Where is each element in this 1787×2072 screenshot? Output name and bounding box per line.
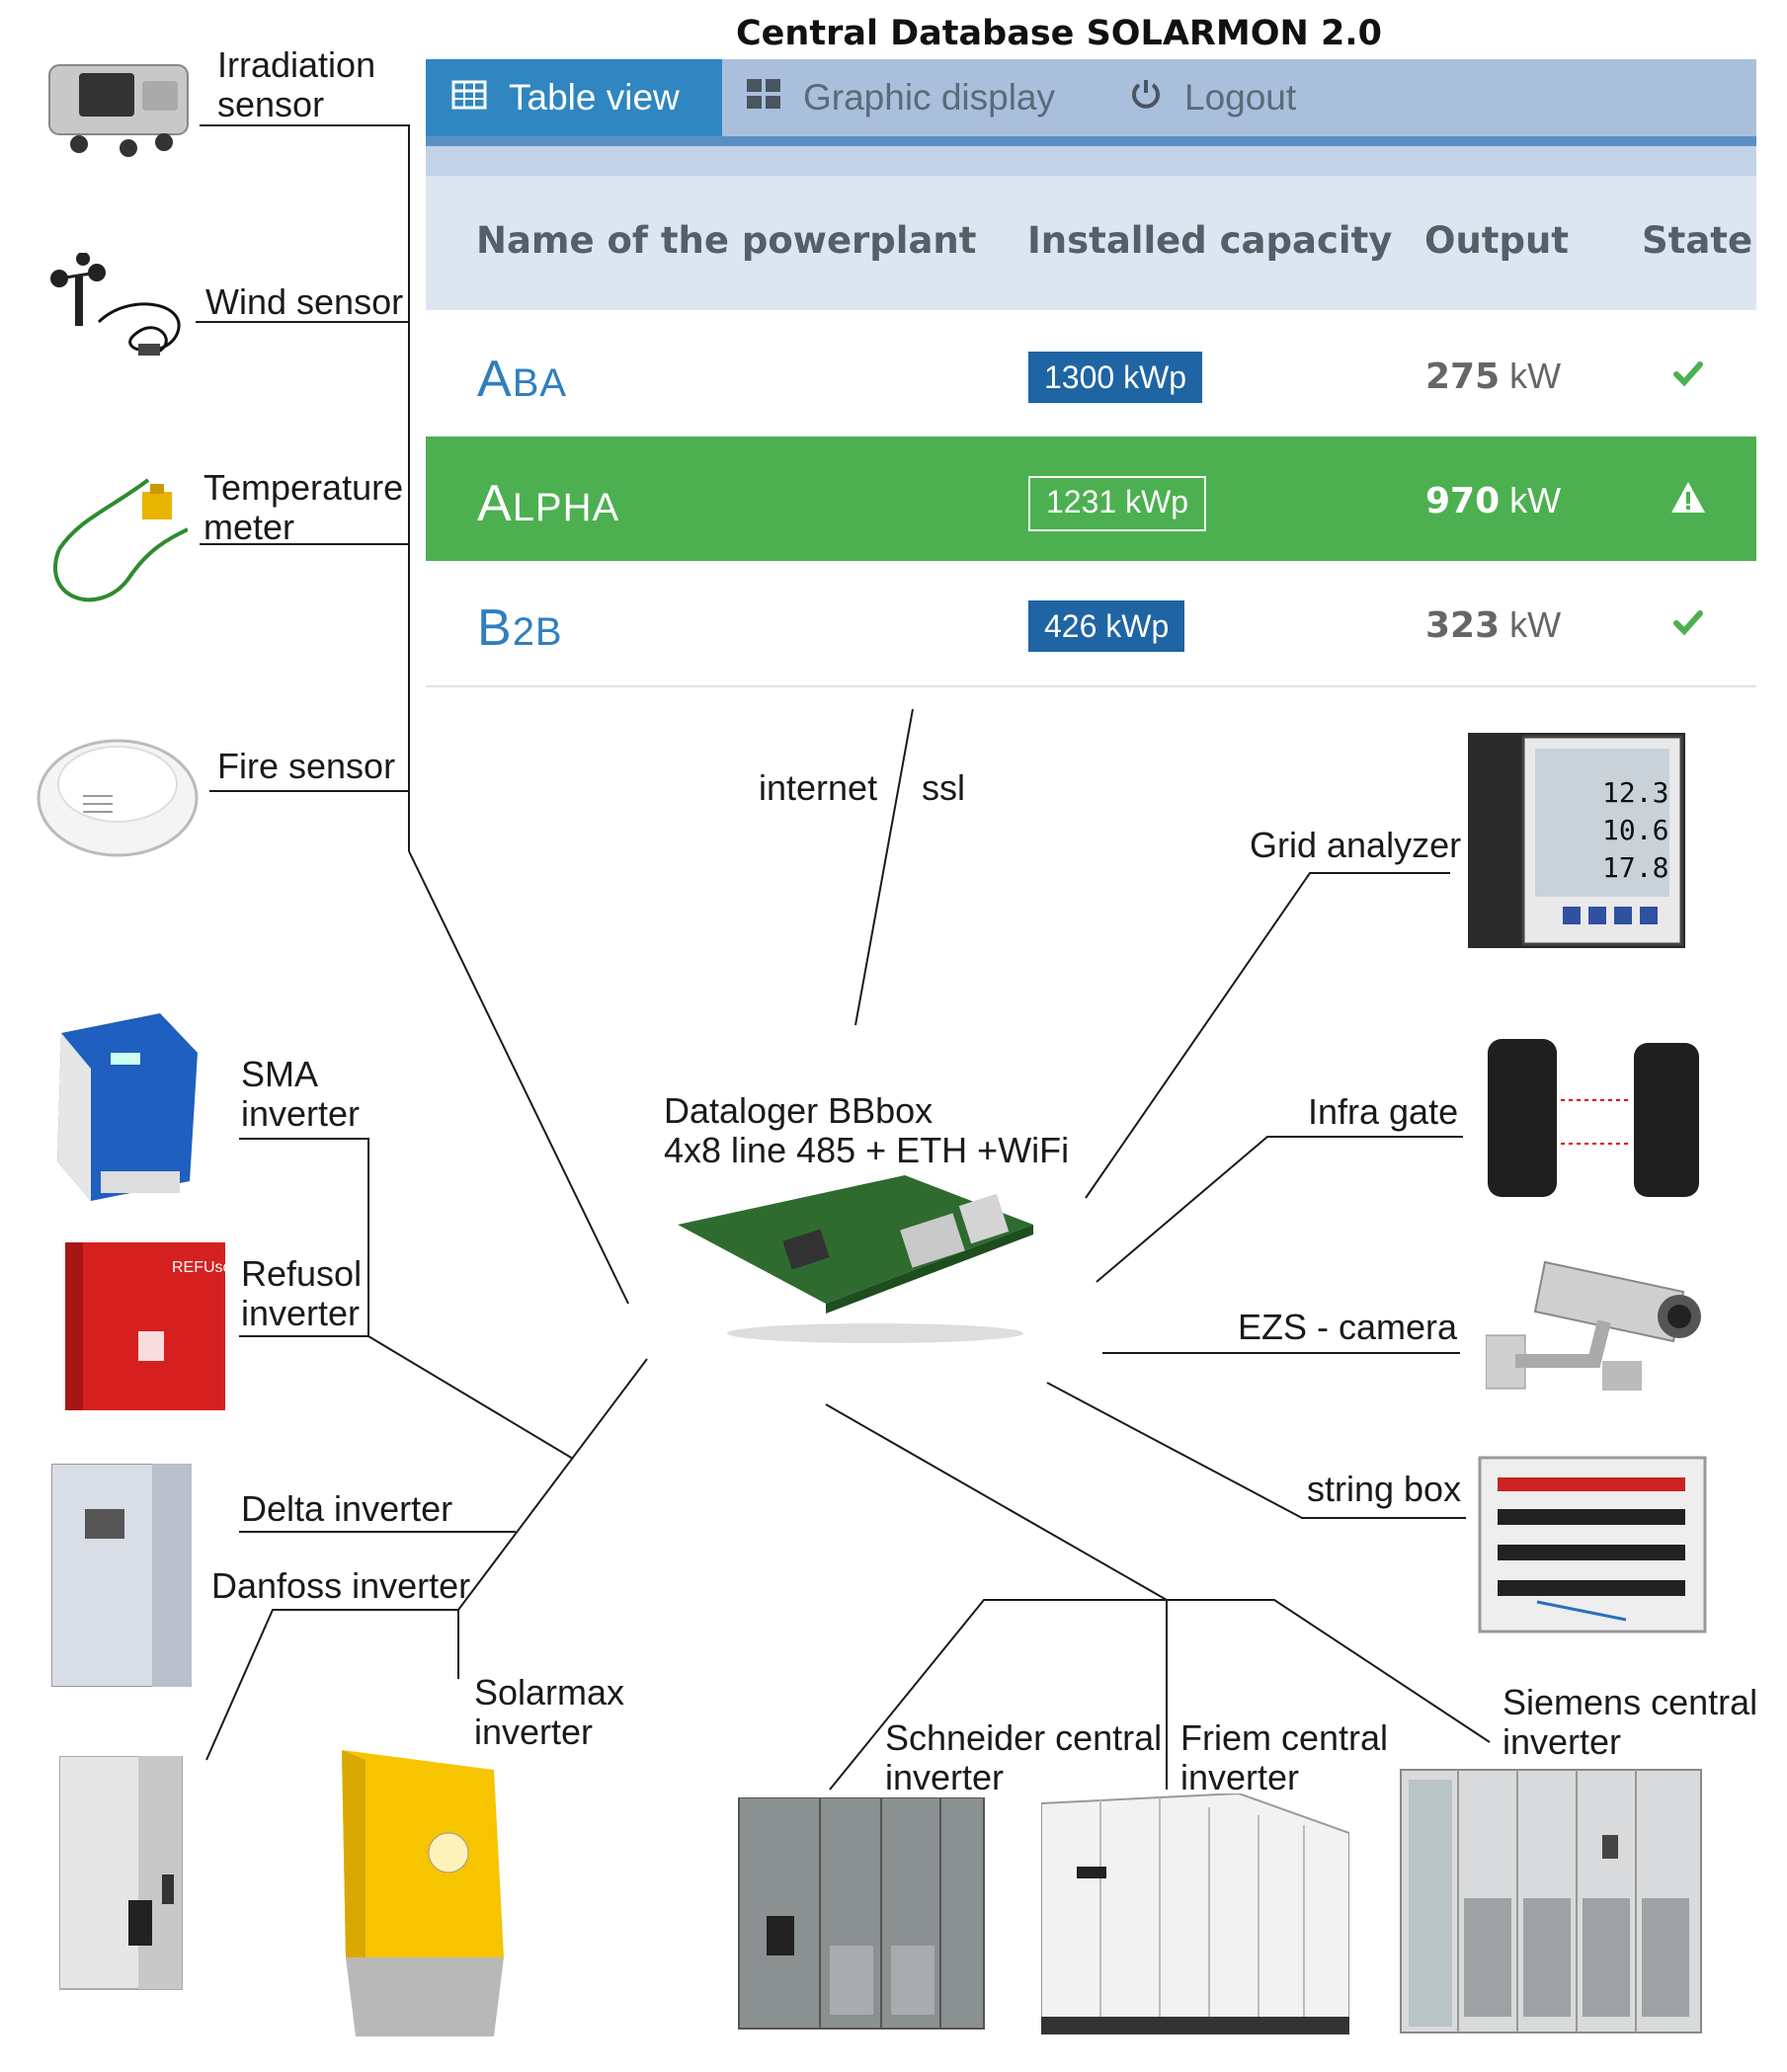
tab-bar-spacer (426, 146, 1756, 176)
wind-sensor-label: Wind sensor (205, 281, 404, 322)
temperature-meter-label: Temperature meter (203, 467, 404, 547)
grid-analyzer-icon: 12.3 10.6 17.8 (1468, 733, 1685, 948)
tab-label: Graphic display (803, 77, 1056, 118)
ssl-label: ssl (922, 767, 965, 808)
power-icon (1129, 77, 1163, 120)
column-header-capacity: Installed capacity (1027, 219, 1393, 262)
string-box-icon (1478, 1456, 1707, 1634)
output-value: 323 kW (1425, 604, 1562, 646)
powerplant-name[interactable]: ALPHA (477, 475, 620, 532)
capacity-badge: 1300 kWp (1028, 352, 1203, 403)
friem-inverter-label: Friem central inverter (1180, 1717, 1389, 1797)
solarmax-inverter-icon (342, 1750, 504, 2036)
ezs-camera-label: EZS - camera (1238, 1307, 1458, 1347)
datalogger-spec: 4x8 line 485 + ETH +WiFi (664, 1130, 1070, 1170)
grid-analyzer-label: Grid analyzer (1250, 825, 1462, 865)
solarmax-inverter-label: Solarmax inverter (474, 1672, 625, 1752)
infra-gate-label: Infra gate (1308, 1091, 1459, 1132)
delta-inverter-icon (51, 1464, 192, 1687)
page-title: Central Database SOLARMON 2.0 (736, 14, 1382, 53)
tab-table-view[interactable]: Table view (426, 59, 722, 136)
svg-text:12.3: 12.3 (1602, 776, 1668, 809)
camera-icon (1486, 1260, 1701, 1391)
fire-sensor-icon (37, 739, 199, 857)
string-box-label: string box (1307, 1469, 1462, 1509)
warning-icon (1668, 478, 1708, 527)
temperature-meter-icon (53, 478, 188, 602)
schneider-inverter-label: Schneider central inverter (885, 1717, 1163, 1797)
delta-inverter-label: Delta inverter (241, 1488, 453, 1529)
table-icon (451, 77, 487, 119)
schneider-inverter-icon (738, 1797, 985, 2030)
tab-graphic-display[interactable]: Graphic display (746, 59, 1055, 136)
capacity-badge: 1231 kWp (1028, 476, 1207, 531)
friem-inverter-icon (1041, 1793, 1349, 2034)
table-row[interactable]: ALPHA 1231 kWp 970 kW (426, 437, 1756, 561)
powerplant-name[interactable]: B2B (477, 599, 563, 657)
output-value: 970 kW (1425, 480, 1562, 521)
internet-label: internet (759, 767, 878, 808)
grid-icon (746, 77, 781, 119)
tab-bar-underline (426, 136, 1756, 146)
sma-inverter-icon (57, 1013, 198, 1201)
capacity-badge: 426 kWp (1028, 600, 1185, 652)
datalogger-board-icon (678, 1175, 1033, 1343)
datalogger-label: Dataloger BBbox 4x8 line 485 + ETH +WiFi (664, 1091, 1069, 1170)
refusol-inverter-icon: REFUsol (65, 1242, 225, 1410)
sma-inverter-label: SMA inverter (241, 1054, 361, 1134)
fire-sensor-label: Fire sensor (217, 746, 396, 786)
svg-text:REFUsol: REFUsol (172, 1259, 225, 1276)
svg-text:17.8: 17.8 (1602, 851, 1668, 884)
refusol-inverter-label: Refusol inverter (241, 1253, 363, 1333)
tab-logout[interactable]: Logout (1129, 59, 1296, 136)
table-bottom-divider (426, 685, 1756, 687)
siemens-inverter-label: Siemens central inverter (1503, 1682, 1758, 1762)
powerplant-name[interactable]: ABA (477, 351, 568, 408)
column-header-state: State (1642, 219, 1753, 262)
datalogger-name: Dataloger BBbox (664, 1090, 934, 1131)
svg-text:10.6: 10.6 (1602, 814, 1668, 846)
table-header (426, 176, 1756, 310)
danfoss-inverter-icon (59, 1756, 183, 1990)
infra-gate-icon (1488, 1039, 1699, 1197)
wind-sensor-icon (50, 253, 181, 356)
table-row[interactable]: B2B 426 kWp 323 kW (426, 561, 1756, 685)
check-icon (1668, 602, 1708, 652)
tab-label: Logout (1184, 77, 1297, 118)
column-header-name: Name of the powerplant (476, 219, 977, 262)
tab-label: Table view (509, 77, 680, 118)
output-value: 275 kW (1425, 356, 1562, 397)
table-row[interactable]: ABA 1300 kWp 275 kW (426, 312, 1756, 437)
check-icon (1668, 354, 1708, 403)
siemens-inverter-icon (1400, 1769, 1702, 2033)
irradiation-sensor-icon (48, 64, 189, 157)
danfoss-inverter-label: Danfoss inverter (211, 1565, 471, 1606)
column-header-output: Output (1424, 219, 1569, 262)
irradiation-sensor-label: Irradiation sensor (217, 44, 376, 124)
